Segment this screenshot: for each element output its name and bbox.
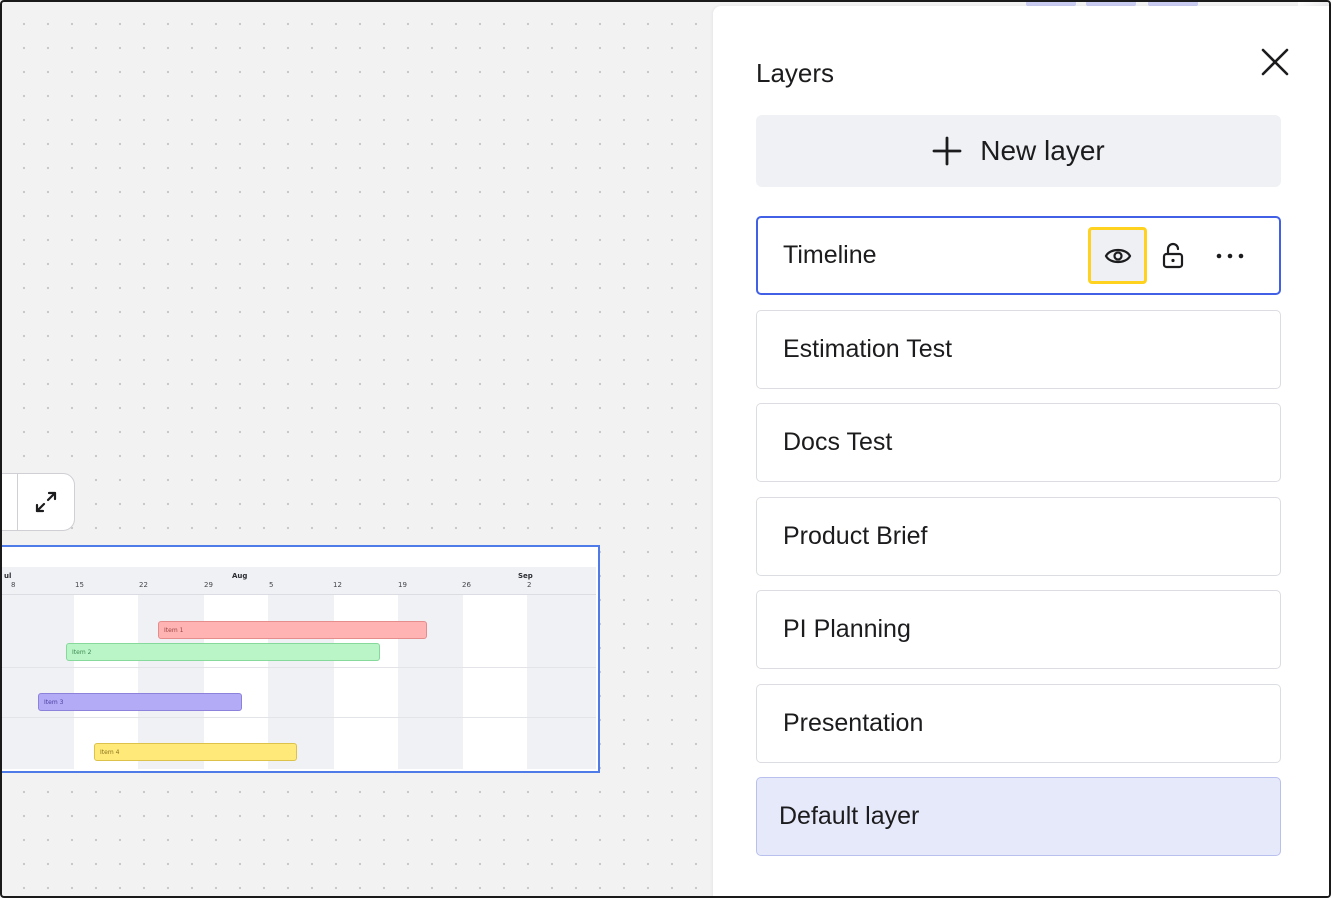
day-tick: 2 <box>527 581 532 589</box>
layer-item-default-layer[interactable]: Default layer <box>756 777 1281 856</box>
expand-button[interactable] <box>17 474 74 530</box>
month-label: Aug <box>232 572 248 580</box>
layer-name: Timeline <box>783 241 877 269</box>
day-tick: 5 <box>269 581 274 589</box>
panel-title: Layers <box>756 58 835 88</box>
lock-layer-button[interactable] <box>1158 227 1188 284</box>
lock-icon <box>1162 242 1184 268</box>
plus-icon <box>932 136 962 166</box>
layer-name: Presentation <box>783 709 924 737</box>
timeline-grid <box>2 567 596 769</box>
layer-item-timeline[interactable]: Timeline <box>756 216 1281 295</box>
day-tick: 26 <box>462 581 471 589</box>
new-layer-button[interactable]: New layer <box>756 115 1281 187</box>
timeline-item[interactable]: Item 3 <box>38 693 242 711</box>
day-tick: 12 <box>333 581 342 589</box>
day-tick: 22 <box>139 581 148 589</box>
layer-name: Estimation Test <box>783 335 953 363</box>
timeline-widget[interactable]: ul Aug Sep 8 15 22 29 5 12 19 26 2 Item … <box>2 545 600 773</box>
divider <box>17 474 18 530</box>
layer-item-docs-test[interactable]: Docs Test <box>756 403 1281 482</box>
toolbar-chip <box>1148 2 1198 6</box>
toolbar-chip <box>1026 2 1076 6</box>
layer-name: Docs Test <box>783 428 893 456</box>
month-label: ul <box>4 572 12 580</box>
month-label: Sep <box>518 572 533 580</box>
week-column <box>74 595 138 769</box>
layer-item-pi-planning[interactable]: PI Planning <box>756 590 1281 669</box>
layer-name: PI Planning <box>783 615 911 643</box>
day-tick: 29 <box>204 581 213 589</box>
timeline-item[interactable]: Item 2 <box>66 643 380 661</box>
toolbar-chip <box>1086 2 1136 6</box>
more-options-button[interactable] <box>1208 227 1252 284</box>
expand-icon <box>35 491 56 513</box>
row-divider <box>2 667 596 668</box>
row-divider <box>2 717 596 718</box>
timeline-item[interactable]: Item 4 <box>94 743 297 761</box>
layer-item-presentation[interactable]: Presentation <box>756 684 1281 763</box>
canvas-view-controls <box>2 473 75 531</box>
close-icon <box>1261 48 1289 76</box>
layer-item-estimation-test[interactable]: Estimation Test <box>756 310 1281 389</box>
new-layer-label: New layer <box>980 135 1105 166</box>
timeline-item[interactable]: Item 1 <box>158 621 427 639</box>
layer-name: Product Brief <box>783 522 928 550</box>
eye-icon <box>1104 248 1131 263</box>
timeline-header <box>2 567 596 595</box>
layers-panel: Layers New layer Timeline <box>713 6 1329 896</box>
more-icon <box>1216 253 1244 258</box>
toggle-visibility-button[interactable] <box>1088 227 1147 284</box>
week-column <box>463 595 527 769</box>
day-tick: 15 <box>75 581 84 589</box>
day-tick: 19 <box>398 581 407 589</box>
layer-name: Default layer <box>779 802 920 830</box>
layer-item-product-brief[interactable]: Product Brief <box>756 497 1281 576</box>
close-button[interactable] <box>1259 46 1291 78</box>
day-tick: 8 <box>11 581 16 589</box>
